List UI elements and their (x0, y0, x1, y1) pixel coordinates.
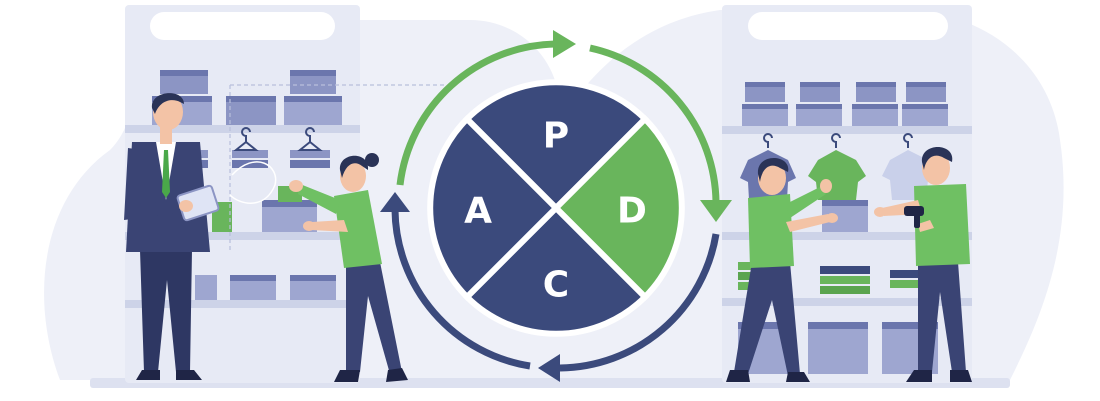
face (758, 161, 786, 195)
person-manager (124, 93, 220, 380)
storage-box-stack (742, 82, 948, 126)
quadrant-do (551, 114, 685, 302)
cycle-arrow-icon (553, 30, 576, 58)
dashed-guide (229, 84, 445, 250)
person-worker-woman (289, 153, 408, 382)
storage-box-stack (738, 322, 938, 374)
quadrant-plan (462, 79, 650, 213)
person-worker-scanner (874, 147, 972, 382)
quadrant-label-act: A (464, 191, 492, 232)
shelf-sign (748, 12, 948, 40)
shelf-board (125, 300, 360, 308)
quadrant-label-plan: P (543, 116, 569, 157)
shelf-board (722, 126, 972, 134)
shelf-board (125, 232, 360, 240)
storage-box-stack (822, 200, 868, 232)
shelf-board (722, 232, 972, 240)
pdca-cycle: P D C A (380, 30, 732, 382)
barcode-scanner-icon (904, 206, 924, 228)
motion-swirl (229, 161, 277, 204)
cycle-arrow-act-to-plan (391, 209, 531, 370)
cycle-arrow-do-to-check (589, 44, 720, 203)
face (922, 151, 950, 185)
cycle-arrow-icon (380, 192, 410, 212)
cycle-arrow-check-to-act (559, 233, 720, 372)
quadrant-check (462, 203, 650, 337)
quadrant-label-do: D (617, 191, 647, 232)
person-worker-man (726, 158, 838, 382)
cycle-arrow-icon (538, 354, 560, 382)
quadrant-act (427, 114, 561, 302)
necktie (162, 150, 170, 198)
storage-box-stack (195, 275, 336, 300)
shelf-board (722, 298, 972, 306)
hanger-icon (763, 133, 913, 148)
hanger-icon (233, 127, 323, 151)
quadrant-label-check: C (543, 265, 569, 306)
cycle-arrow-plan-to-do (396, 40, 556, 186)
hair (151, 93, 184, 114)
hair (921, 147, 953, 170)
cycle-arrow-icon (700, 200, 732, 222)
shelf-sign (150, 12, 335, 40)
hair (339, 155, 369, 178)
hair (757, 158, 789, 182)
